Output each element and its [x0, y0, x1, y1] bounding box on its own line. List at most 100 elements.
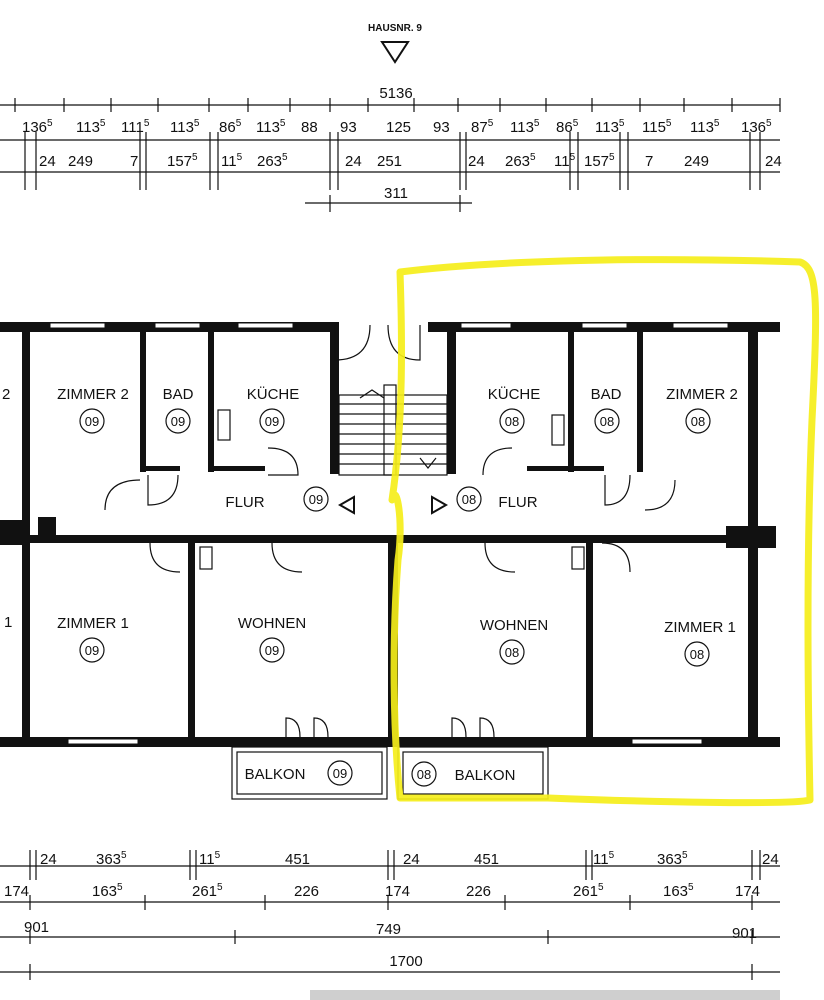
balconies — [231, 746, 549, 800]
room-label-zimmer2-09: ZIMMER 2 — [57, 386, 129, 403]
dims-bottom-row2: 174 1635 2615 226 174 226 2615 1635 174 — [4, 882, 760, 900]
highlight-outline — [388, 256, 820, 807]
dim-value: 1135 — [595, 118, 625, 136]
dim-value: 93 — [340, 119, 357, 136]
dim-value: 311 — [384, 185, 408, 202]
unit-number: 09 — [265, 414, 279, 429]
room-label-bad-09: BAD — [163, 386, 194, 403]
unit-number: 08 — [505, 645, 519, 660]
dims-bottom-row1: 24 3635 115 451 24 451 115 3635 24 — [40, 850, 779, 868]
unit-number: 09 — [171, 414, 185, 429]
windows — [49, 322, 729, 745]
dim-value: 7 — [645, 153, 653, 170]
unit-number: 08 — [462, 492, 476, 507]
room-label-flur-08: FLUR — [498, 494, 537, 511]
dim-value: 1635 — [92, 882, 123, 900]
room-label-zimmer1-09: ZIMMER 1 — [57, 615, 129, 632]
dim-value: 93 — [433, 119, 450, 136]
unit-number: 08 — [600, 414, 614, 429]
room-label-zimmer1-08: ZIMMER 1 — [664, 619, 736, 636]
dim-value: 251 — [377, 153, 402, 170]
dim-value: 249 — [684, 153, 709, 170]
unit-number: 09 — [333, 766, 347, 781]
room-label-bad-08: BAD — [591, 386, 622, 403]
room-label-balkon-08: BALKON — [455, 767, 516, 784]
dim-value: 2635 — [257, 152, 288, 170]
room-label-zimmer2-08: ZIMMER 2 — [666, 386, 738, 403]
dim-value: 115 — [221, 152, 243, 170]
dim-value: 2615 — [573, 882, 604, 900]
room-label-kueche-09: KÜCHE — [247, 385, 300, 403]
room-label-flur-09: FLUR — [225, 494, 264, 511]
dim-value: 749 — [376, 921, 401, 938]
room-label-balkon-09: BALKON — [245, 766, 306, 783]
room-label: 1 — [4, 614, 12, 631]
dim-value: 1135 — [510, 118, 540, 136]
dim-value: 451 — [474, 851, 499, 868]
dim-value: 174 — [735, 883, 760, 900]
unit-number: 09 — [85, 414, 99, 429]
staircase — [337, 384, 449, 515]
dim-value: 1115 — [121, 118, 150, 136]
unit-number: 09 — [265, 643, 279, 658]
dim-value: 24 — [39, 153, 56, 170]
dim-value: 875 — [471, 118, 494, 136]
unit-number: 08 — [691, 414, 705, 429]
unit-number: 09 — [85, 643, 99, 658]
dim-value: 174 — [4, 883, 29, 900]
dimension-ticks-top — [14, 98, 781, 212]
dim-value: 865 — [219, 118, 242, 136]
unit-number: 08 — [690, 647, 704, 662]
dim-value: 3635 — [96, 850, 127, 868]
dim-value: 1135 — [170, 118, 200, 136]
dim-value: 1635 — [663, 882, 694, 900]
dim-value: 7 — [130, 153, 138, 170]
dim-value: 865 — [556, 118, 579, 136]
room-label-wohnen-08: WOHNEN — [480, 617, 548, 634]
dim-value: 1575 — [167, 152, 198, 170]
dim-value: 115 — [199, 850, 221, 868]
dim-value: 125 — [386, 119, 411, 136]
dim-value: 174 — [385, 883, 410, 900]
dim-value: 1155 — [642, 118, 672, 136]
dim-value: 24 — [40, 851, 57, 868]
dims-top-row1: 1365 1135 1115 1135 865 1135 88 93 125 9… — [22, 118, 772, 136]
doors — [104, 324, 676, 738]
dim-value: 24 — [765, 153, 782, 170]
house-number-label: HAUSNR. 9 — [368, 23, 422, 34]
dim-value: 88 — [301, 119, 318, 136]
dim-value: 2615 — [192, 882, 223, 900]
dim-value: 115 — [554, 152, 576, 170]
house-entry-triangle-icon — [380, 41, 410, 64]
dim-value: 901 — [24, 919, 49, 936]
dim-value: 1700 — [389, 953, 422, 970]
dim-value: 24 — [762, 851, 779, 868]
dim-value: 451 — [285, 851, 310, 868]
dim-value: 1575 — [584, 152, 615, 170]
dim-value: 3635 — [657, 850, 688, 868]
dims-top-row2: 24 249 7 1575 115 2635 24 251 24 2635 11… — [39, 152, 782, 170]
triangle-right-icon — [431, 495, 449, 515]
total-width-label: 5136 — [379, 85, 412, 102]
unit-number: 08 — [505, 414, 519, 429]
dim-value: 1135 — [690, 118, 720, 136]
dim-value: 226 — [294, 883, 319, 900]
dim-value: 24 — [468, 153, 485, 170]
dimension-ticks-bottom — [29, 850, 761, 980]
dim-value: 1135 — [76, 118, 106, 136]
page-edge-strip — [310, 990, 780, 1000]
dims-bottom-row3: 901 749 901 — [24, 919, 757, 942]
dim-value: 1365 — [741, 118, 772, 136]
dim-value: 24 — [345, 153, 362, 170]
dim-value: 2635 — [505, 152, 536, 170]
room-label-wohnen-09: WOHNEN — [238, 615, 306, 632]
dim-value: 249 — [68, 153, 93, 170]
unit-number: 09 — [309, 492, 323, 507]
dim-value: 1135 — [256, 118, 286, 136]
room-label-kueche-08: KÜCHE — [488, 385, 541, 403]
dim-value: 226 — [466, 883, 491, 900]
triangle-left-icon — [337, 495, 355, 515]
dim-value: 901 — [732, 925, 757, 942]
room-labels: 2 1 ZIMMER 2 09 BAD 09 KÜCHE 09 KÜCHE 08… — [2, 385, 738, 787]
